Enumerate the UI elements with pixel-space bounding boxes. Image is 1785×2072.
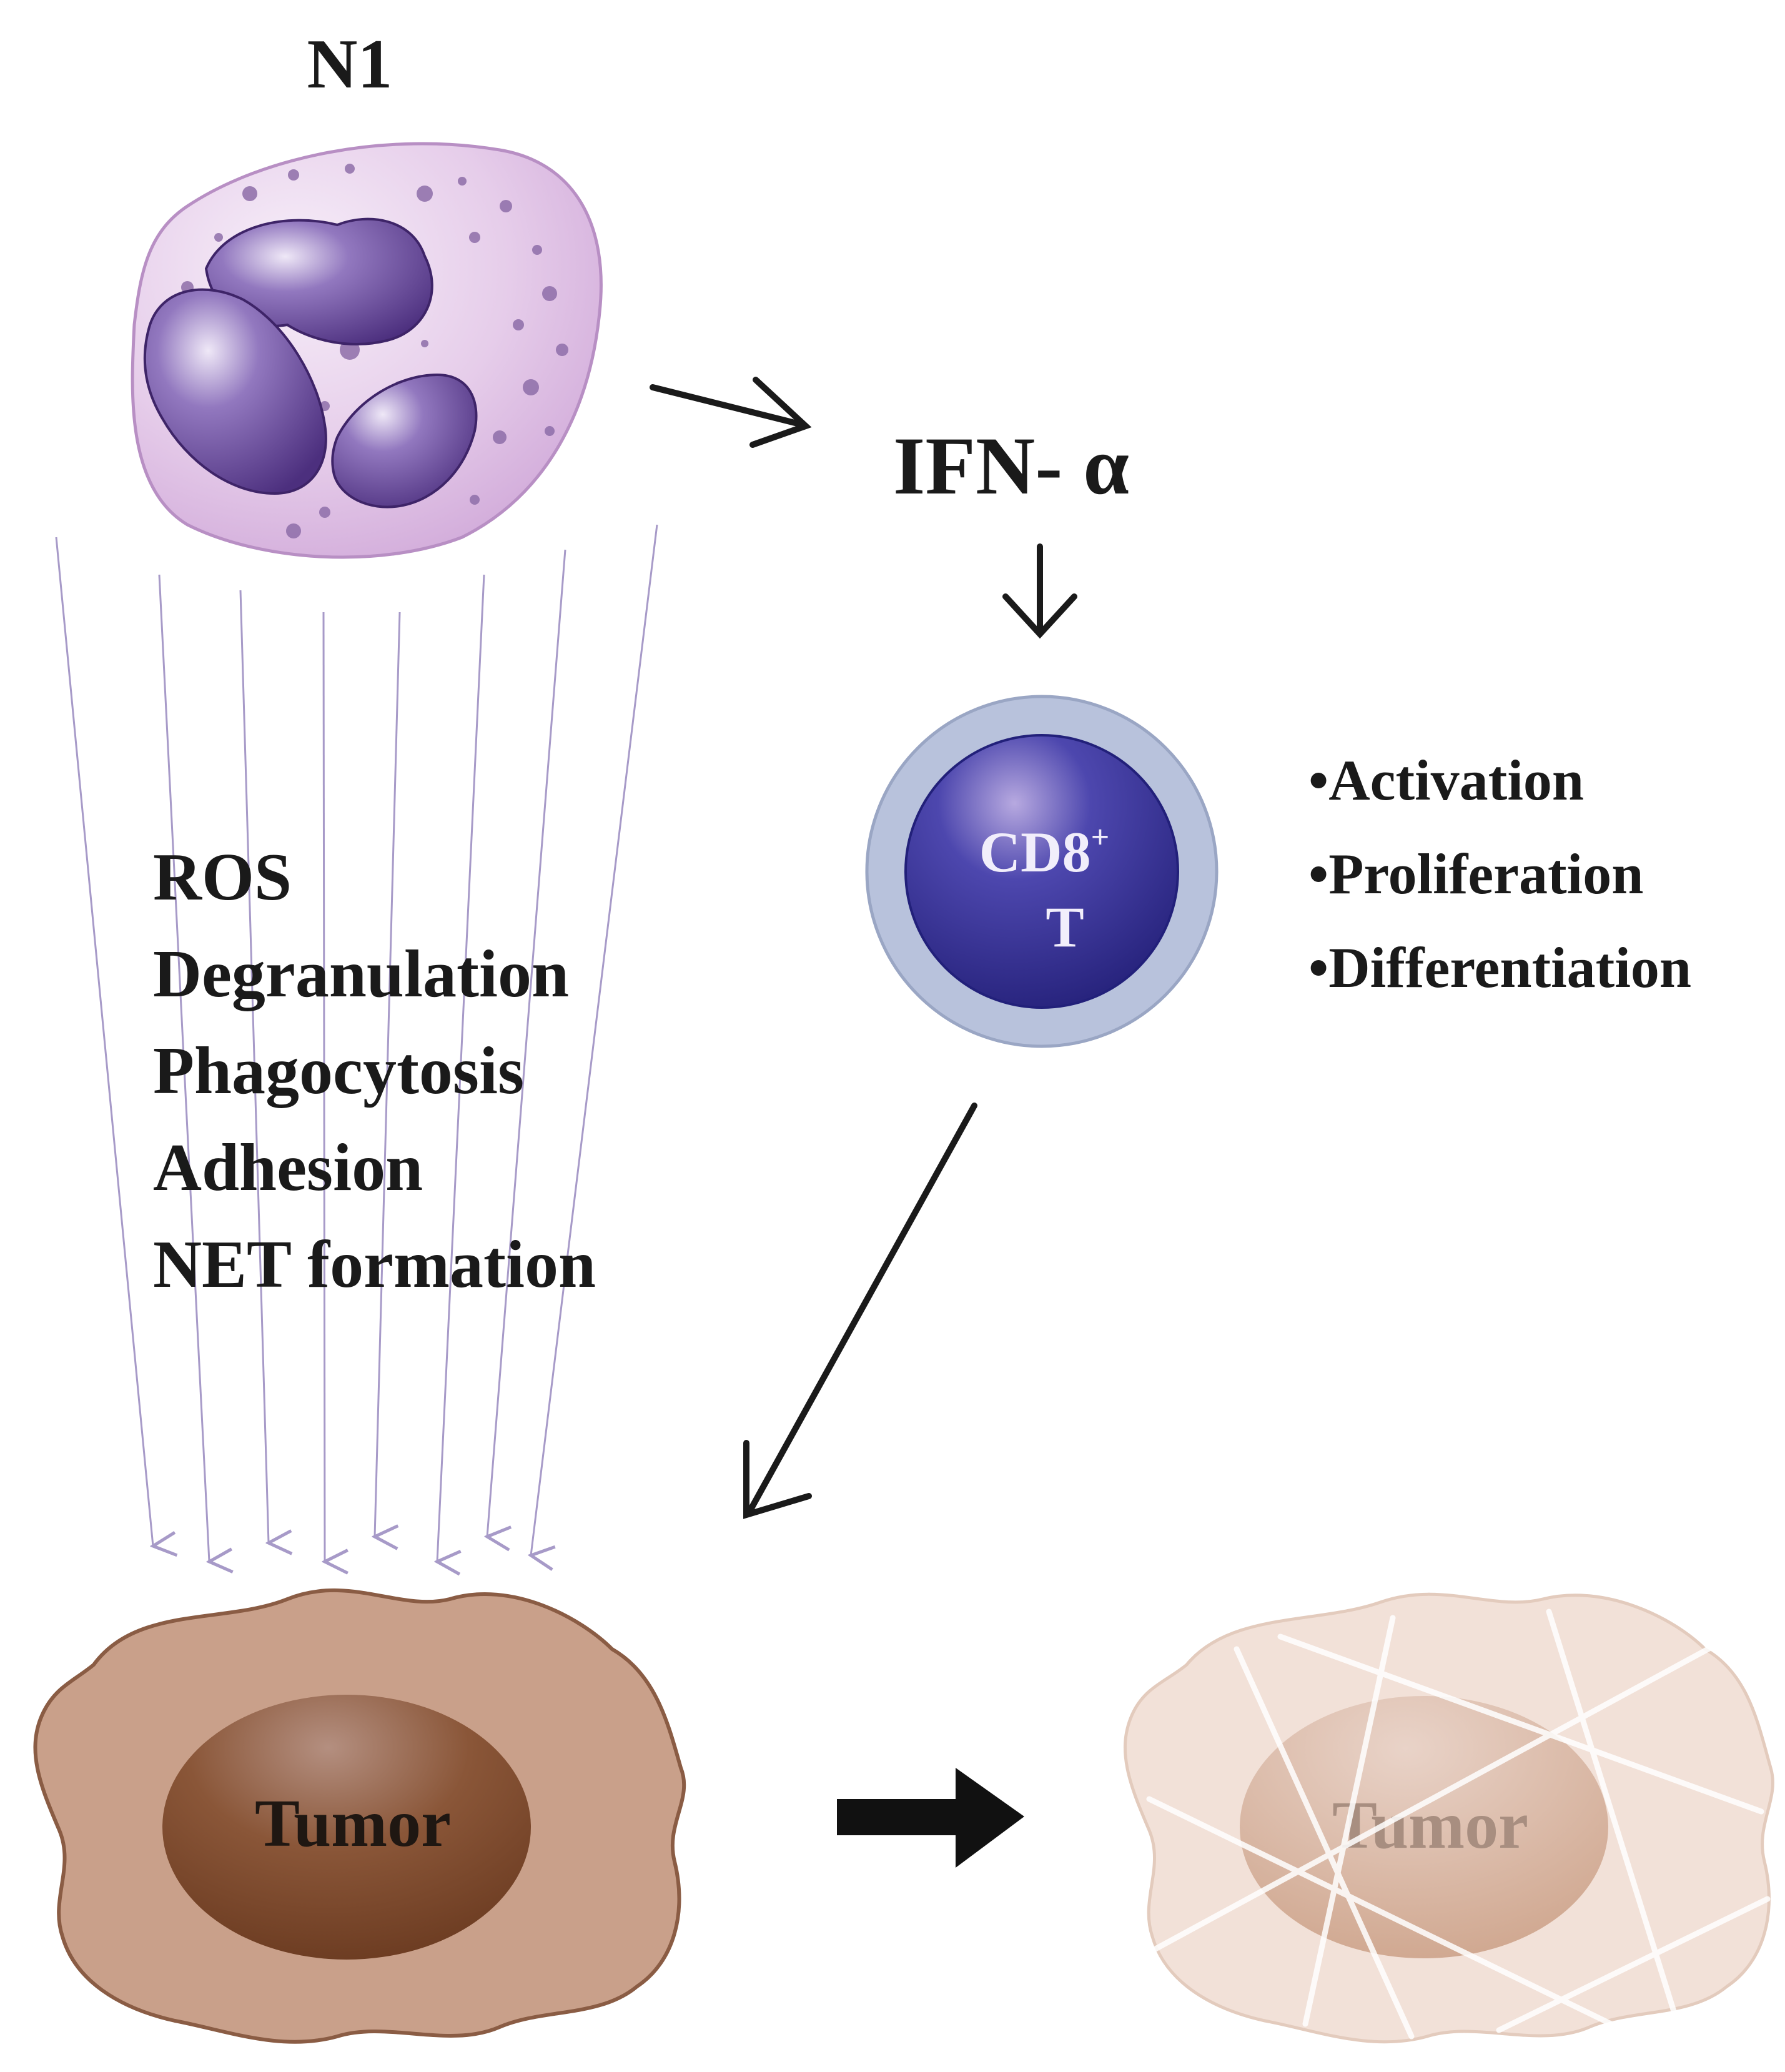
tumor-cell-dead: Tumor	[1123, 1592, 1774, 2044]
purple-arrow	[324, 612, 325, 1562]
neutrophil-to-tumor-arrows	[55, 524, 658, 1562]
purple-arrow	[487, 549, 566, 1537]
function-net-formation: NET formation	[153, 1227, 596, 1302]
purple-arrow	[531, 524, 658, 1555]
purple-arrow	[375, 612, 401, 1537]
purple-arrow	[158, 574, 209, 1562]
t-cell-label: CD8+	[979, 820, 1110, 884]
tumor-cell-live: Tumor	[33, 1588, 686, 2044]
t-cell-label-superscript: +	[1091, 820, 1110, 855]
effect-proliferation: •Proliferation	[1308, 842, 1643, 906]
arrow-tcell-to-tumor	[743, 1103, 977, 1519]
ifn-alpha-label: IFN- α	[893, 420, 1129, 512]
neutrophil-nucleus	[143, 217, 478, 508]
effect-activation: •Activation	[1308, 748, 1584, 812]
function-ros: ROS	[153, 840, 292, 915]
t-cell-label-cd8: CD8	[979, 820, 1091, 884]
effect-differentiation: •Differentiation	[1308, 936, 1691, 999]
neutrophil-cell	[131, 142, 603, 559]
t-cell-effects: •Activation •Proliferation •Differentiat…	[1308, 748, 1691, 999]
arrow-ifn-to-tcell	[1002, 543, 1077, 639]
purple-arrow	[239, 590, 269, 1543]
neutrophil-functions: ROS Degranulation Phagocytosis Adhesion …	[153, 840, 596, 1302]
neutrophil-label: N1	[307, 26, 393, 103]
tumor-nucleus	[162, 1695, 531, 1960]
function-adhesion: Adhesion	[153, 1131, 423, 1205]
t-cell-label-t: T	[1046, 895, 1084, 959]
function-degranulation: Degranulation	[153, 937, 569, 1011]
tumor-left-label: Tumor	[255, 1787, 451, 1861]
t-cell-inner	[904, 734, 1179, 1009]
function-phagocytosis: Phagocytosis	[153, 1034, 524, 1108]
purple-arrow	[437, 574, 485, 1562]
arrow-n1-to-ifn	[650, 377, 812, 448]
dead-tumor-fragmentation-lines	[1146, 1609, 1771, 2040]
cd8-t-cell: CD8+ T	[865, 695, 1219, 1048]
purple-arrow	[55, 537, 153, 1546]
arrow-to-dead-tumor	[837, 1768, 1024, 1868]
